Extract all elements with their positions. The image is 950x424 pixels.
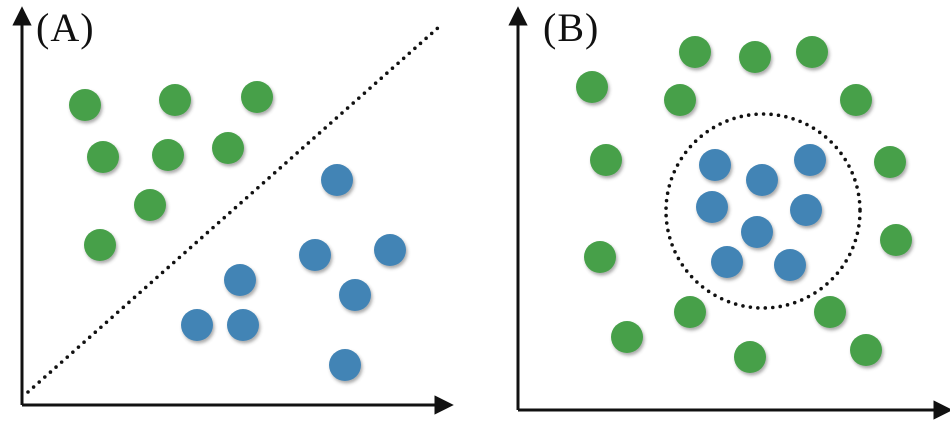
panel-b: (B) bbox=[505, 0, 950, 424]
blue-class-point bbox=[746, 164, 778, 196]
panel-a-plot bbox=[12, 6, 454, 415]
blue-class-point bbox=[774, 249, 806, 281]
points-group bbox=[69, 81, 406, 381]
panel-a: (A) bbox=[0, 0, 460, 424]
green-class-point bbox=[590, 144, 622, 176]
panel-gap bbox=[460, 0, 505, 424]
green-class-point bbox=[814, 296, 846, 328]
blue-class-point bbox=[329, 349, 361, 381]
green-class-point bbox=[159, 84, 191, 116]
green-class-point bbox=[739, 41, 771, 73]
panel-b-label: (B) bbox=[543, 5, 600, 50]
blue-class-point bbox=[794, 144, 826, 176]
blue-class-point bbox=[741, 216, 773, 248]
dotted-line-separator bbox=[26, 24, 442, 394]
green-class-point bbox=[796, 36, 828, 68]
green-class-point bbox=[69, 89, 101, 121]
green-class-point bbox=[850, 334, 882, 366]
green-class-point bbox=[734, 341, 766, 373]
blue-class-point bbox=[339, 279, 371, 311]
panel-b-plot bbox=[508, 6, 950, 420]
blue-class-point bbox=[224, 264, 256, 296]
blue-class-point bbox=[321, 164, 353, 196]
blue-class-point bbox=[374, 234, 406, 266]
green-class-point bbox=[679, 36, 711, 68]
green-class-point bbox=[674, 296, 706, 328]
green-class-point bbox=[584, 241, 616, 273]
green-class-point bbox=[134, 189, 166, 221]
blue-class-point bbox=[227, 309, 259, 341]
blue-class-point bbox=[790, 194, 822, 226]
green-class-point bbox=[152, 139, 184, 171]
green-class-point bbox=[241, 81, 273, 113]
dotted-circle-separator bbox=[664, 112, 862, 310]
panel-a-label: (A) bbox=[36, 5, 95, 50]
green-class-point bbox=[874, 146, 906, 178]
blue-class-point bbox=[696, 191, 728, 223]
green-class-point bbox=[212, 132, 244, 164]
points-group bbox=[576, 36, 912, 373]
green-class-point bbox=[87, 141, 119, 173]
blue-class-point bbox=[699, 149, 731, 181]
blue-class-point bbox=[299, 239, 331, 271]
green-class-point bbox=[840, 84, 872, 116]
green-class-point bbox=[611, 321, 643, 353]
green-class-point bbox=[576, 71, 608, 103]
green-class-point bbox=[84, 229, 116, 261]
blue-class-point bbox=[711, 246, 743, 278]
green-class-point bbox=[880, 224, 912, 256]
blue-class-point bbox=[181, 309, 213, 341]
green-class-point bbox=[664, 84, 696, 116]
